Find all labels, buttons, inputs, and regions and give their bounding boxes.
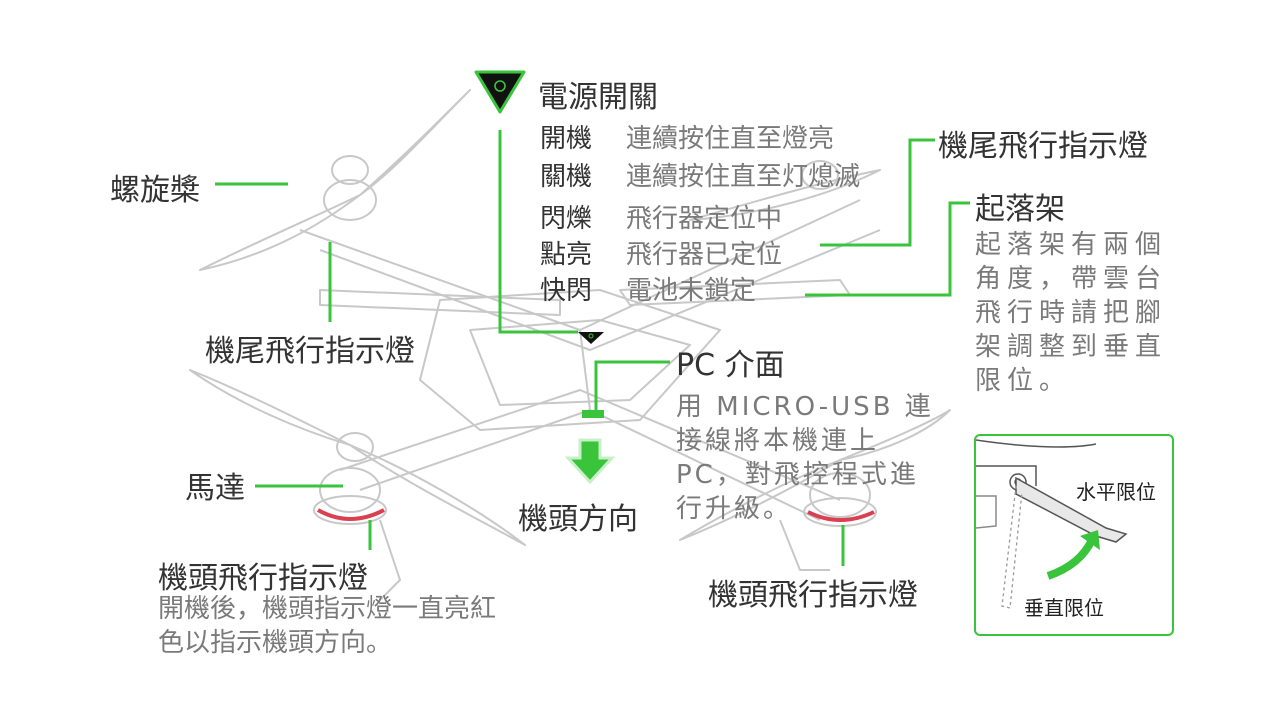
power-state-row: 閃爍 飛行器定位中 [540,198,782,235]
power-state-key: 點亮 [540,240,593,270]
pc-interface-description: 用 MICRO-USB 連接線將本機連上PC，對飛控程式進行升級。 [676,392,934,524]
power-state-key: 開機 [540,124,593,154]
line-landing [805,201,970,297]
motor-label: 馬達 [185,471,245,506]
landing-gear-description: 起落架有兩個角度，帶雲台飛行時請把腳架調整到垂直限位。 [975,230,1168,396]
power-state-key: 閃爍 [540,204,593,234]
power-state-row: 開機 連續按住直至燈亮 [540,118,834,155]
line-power [498,130,578,334]
horizontal-limit-label: 水平限位 [1076,480,1156,504]
power-state-value: 連續按住直至燈亮 [626,124,835,154]
head-direction-label: 機頭方向 [518,502,638,537]
head-direction-arrow [564,438,616,485]
power-state-row: 點亮 飛行器已定位 [540,234,782,271]
power-state-key: 關機 [540,162,593,192]
usb-port [582,410,604,418]
power-button-badge [474,70,526,114]
landing-gear-title: 起落架 [975,192,1065,227]
landing-gear-inset-drawing [976,439,1128,609]
power-state-value: 飛行器定位中 [626,204,783,234]
power-switch-title: 電源開關 [538,80,658,115]
head-led-left [317,508,385,521]
vertical-limit-label: 垂直限位 [1024,596,1104,620]
line-tail-right [820,138,935,247]
landing-gear-inset: 水平限位 垂直限位 [974,434,1174,636]
power-state-value: 飛行器已定位 [626,240,783,270]
callout-lines [215,130,970,566]
tail-light-left-label: 機尾飛行指示燈 [205,334,415,369]
power-state-row: 快閃 電池未鎖定 [540,270,756,307]
head-led-right [807,510,875,522]
head-light-left-title: 機頭飛行指示燈 [158,561,368,596]
line-pc [594,360,670,412]
pc-interface-title: PC 介面 [676,348,785,383]
head-light-left-description: 開機後，機頭指示燈一直亮紅色以指示機頭方向。 [158,594,497,658]
power-state-value: 電池未鎖定 [626,276,757,306]
power-state-row: 關機 連續按住直至灯熄滅 [540,156,860,193]
tail-light-right-label: 機尾飛行指示燈 [938,129,1148,164]
propeller-label: 螺旋槳 [110,173,200,208]
power-state-key: 快閃 [540,276,593,306]
power-button-small [578,332,604,344]
power-state-value: 連續按住直至灯熄滅 [626,162,861,192]
rotate-arrow [1046,538,1096,580]
head-light-right-label: 機頭飛行指示燈 [708,578,918,613]
